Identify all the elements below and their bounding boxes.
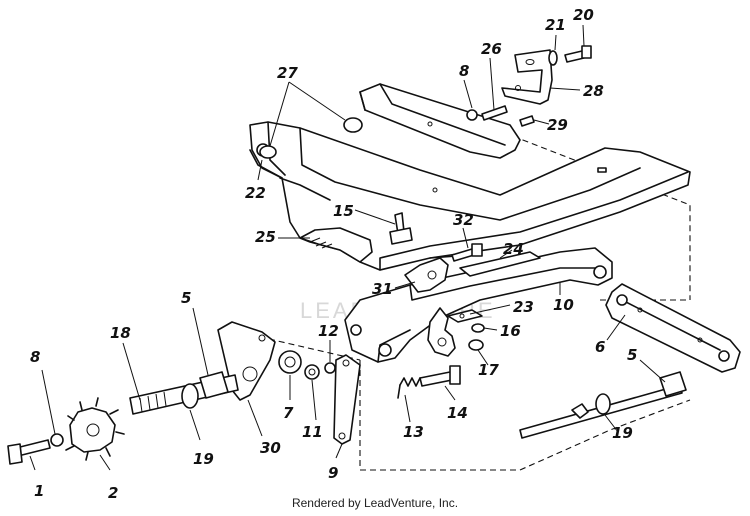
front-lip: [299, 227, 373, 263]
part-label-30: 30: [260, 439, 281, 457]
part-label-16: 16: [500, 322, 521, 340]
part-label-17: 17: [478, 361, 499, 379]
part-label-7: 7: [283, 404, 294, 422]
bracket-part-31: [404, 257, 449, 293]
part-label-19a: 19: [193, 450, 214, 468]
part-label-21: 21: [545, 16, 566, 34]
fasteners: [259, 45, 592, 399]
part-label-5a: 5: [181, 289, 191, 307]
part-label-14: 14: [447, 404, 468, 422]
part-label-15: 15: [333, 202, 354, 220]
plate-part-24: [459, 251, 541, 277]
part-label-22: 22: [245, 184, 266, 202]
part-label-13: 13: [403, 423, 424, 441]
part-label-11: 11: [302, 423, 323, 441]
leader-lines: [29, 24, 666, 471]
left-shaft-assembly: [7, 371, 239, 465]
part-label-12: 12: [318, 322, 339, 340]
link-part-9: [333, 354, 361, 445]
upper-arm: [359, 83, 521, 159]
part-label-24: 24: [503, 240, 524, 258]
part-label-18: 18: [110, 324, 131, 342]
part-label-25: 25: [255, 228, 276, 246]
part-label-23: 23: [513, 298, 534, 316]
part-label-5b: 5: [627, 346, 637, 364]
part-label-27: 27: [277, 64, 298, 82]
part-label-10: 10: [553, 296, 574, 314]
arm-part-6: [605, 283, 741, 373]
right-shaft-assembly: [519, 371, 687, 439]
part-label-19b: 19: [612, 424, 633, 442]
part-label-28: 28: [583, 82, 604, 100]
washers-11-12: [304, 362, 336, 380]
part-label-8b: 8: [459, 62, 469, 80]
lower-frame-part: [344, 247, 613, 363]
footer-credit: Rendered by LeadVenture, Inc.: [291, 496, 459, 510]
part-label-9: 9: [328, 464, 338, 482]
bracket-part-28: [501, 49, 553, 105]
part-label-32: 32: [453, 211, 474, 229]
part-labels: 1 2 5 5 6 7 8 8 9 10 11 12 13 14 15 16 1…: [30, 6, 637, 502]
part-label-31: 31: [372, 280, 393, 298]
part-label-20: 20: [573, 6, 594, 24]
part-label-26: 26: [481, 40, 502, 58]
part-label-1: 1: [34, 482, 44, 500]
bushing-part-7: [278, 350, 302, 374]
part-label-8a: 8: [30, 348, 40, 366]
part-label-29: 29: [547, 116, 568, 134]
part-label-6: 6: [595, 338, 605, 356]
part-label-2: 2: [108, 484, 118, 502]
